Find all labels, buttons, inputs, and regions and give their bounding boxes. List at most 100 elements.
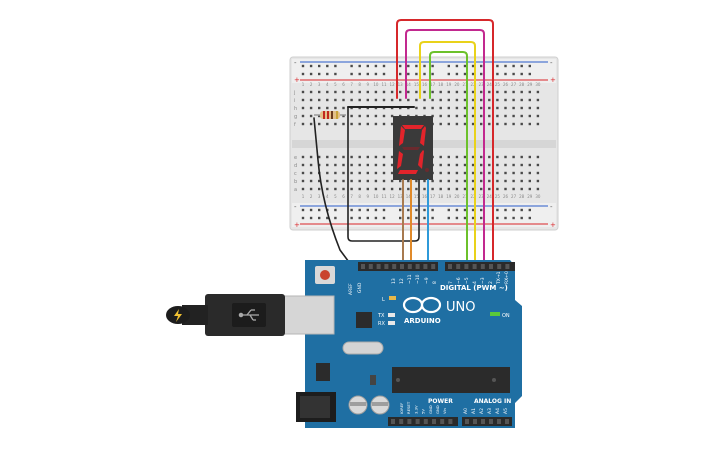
rail-hole [301,208,305,212]
rail-minus-bottom-left: - [294,203,297,211]
breadboard-hole [334,122,337,126]
arduino-logo [402,296,442,314]
breadboard-hole [447,90,450,94]
column-number: 3 [318,82,321,87]
breadboard-hole [447,163,450,167]
rail-hole [382,216,386,220]
rail-hole [301,216,305,220]
rail-hole [309,208,313,212]
breadboard-hole [528,98,531,102]
breadboard-hole [496,179,499,183]
l-led [389,296,396,300]
header-pin [392,264,397,269]
wire-yellow [419,41,476,269]
resistor[interactable] [314,111,346,119]
header-pin [505,419,509,424]
rail-hole [382,64,386,68]
column-number: 7 [350,82,353,87]
breadboard-hole [334,90,337,94]
breadboard-hole [480,122,483,126]
breadboard-hole [528,171,531,175]
header-pin [431,264,436,269]
power-pin-label: Vin [442,407,447,414]
rail-hole [504,208,507,212]
digital-pin-label: 7 [448,281,454,284]
breadboard-hole [382,179,386,183]
l-label: L [382,297,385,303]
seven-segment-display[interactable] [393,116,433,180]
breadboard-hole [512,114,515,118]
breadboard-hole [301,122,305,126]
power-pin-label: 3.3V [413,405,418,414]
rail-hole [301,72,305,76]
column-number: 1 [302,194,305,199]
breadboard-hole [520,171,523,175]
breadboard-hole [301,98,305,102]
header-pin [465,419,469,424]
breadboard-hole [512,90,515,94]
breadboard-hole [528,155,531,159]
rail-hole [447,72,450,76]
breadboard-hole [528,179,531,183]
column-number: 14 [406,82,412,87]
rail-hole [504,72,507,76]
column-number: 20 [454,194,460,199]
breadboard-hole [455,98,459,102]
breadboard-hole [334,163,337,167]
breadboard-hole [350,179,353,183]
breadboard-hole [480,98,483,102]
breadboard-hole [366,179,369,183]
usb-cable-end[interactable] [166,306,190,324]
header-pin [407,264,412,269]
rail-minus-bottom-right: - [550,203,553,211]
breadboard-hole [309,163,313,167]
digital-pin-label: ~9 [424,277,430,284]
breadboard-hole [536,163,540,167]
header-pin [391,419,395,424]
header-pin [368,264,373,269]
on-led [490,312,500,316]
rail-hole [512,216,515,220]
header-pin [481,419,485,424]
row-letter: j [293,90,295,96]
breadboard-hole [488,98,491,102]
digital-pin-label: ~11 [407,274,413,284]
column-number: 15 [414,194,420,199]
model-label: UNO [446,300,475,315]
usb-connector[interactable] [182,294,335,336]
digital-pin-label: 13 [391,278,397,284]
breadboard-hole [504,179,507,183]
row-letter: f [294,122,296,128]
rx-label: RX [378,321,385,327]
header-pin [489,419,493,424]
rail-hole [423,208,426,212]
breadboard-hole [390,187,394,191]
aref-label: AREF [348,283,354,295]
breadboard-hole [326,179,329,183]
breadboard-hole [439,122,442,126]
breadboard-hole [342,171,345,175]
breadboard-hole [342,187,345,191]
breadboard-hole [488,114,491,118]
breadboard-hole [496,163,499,167]
breadboard-hole [512,163,515,167]
breadboard-hole [366,114,369,118]
breadboard-hole [374,155,378,159]
rail-hole [455,208,459,212]
breadboard-hole [471,98,475,102]
breadboard-hole [504,171,507,175]
row-letter: a [294,187,297,193]
rail-hole [431,216,434,220]
column-number: 28 [519,194,525,199]
breadboard-hole [455,90,459,94]
rail-hole [415,72,418,76]
breadboard-hole [488,163,491,167]
breadboard-hole [358,179,361,183]
breadboard-hole [342,114,345,118]
breadboard-hole [447,187,450,191]
breadboard-hole [382,171,386,175]
column-number: 18 [438,194,444,199]
